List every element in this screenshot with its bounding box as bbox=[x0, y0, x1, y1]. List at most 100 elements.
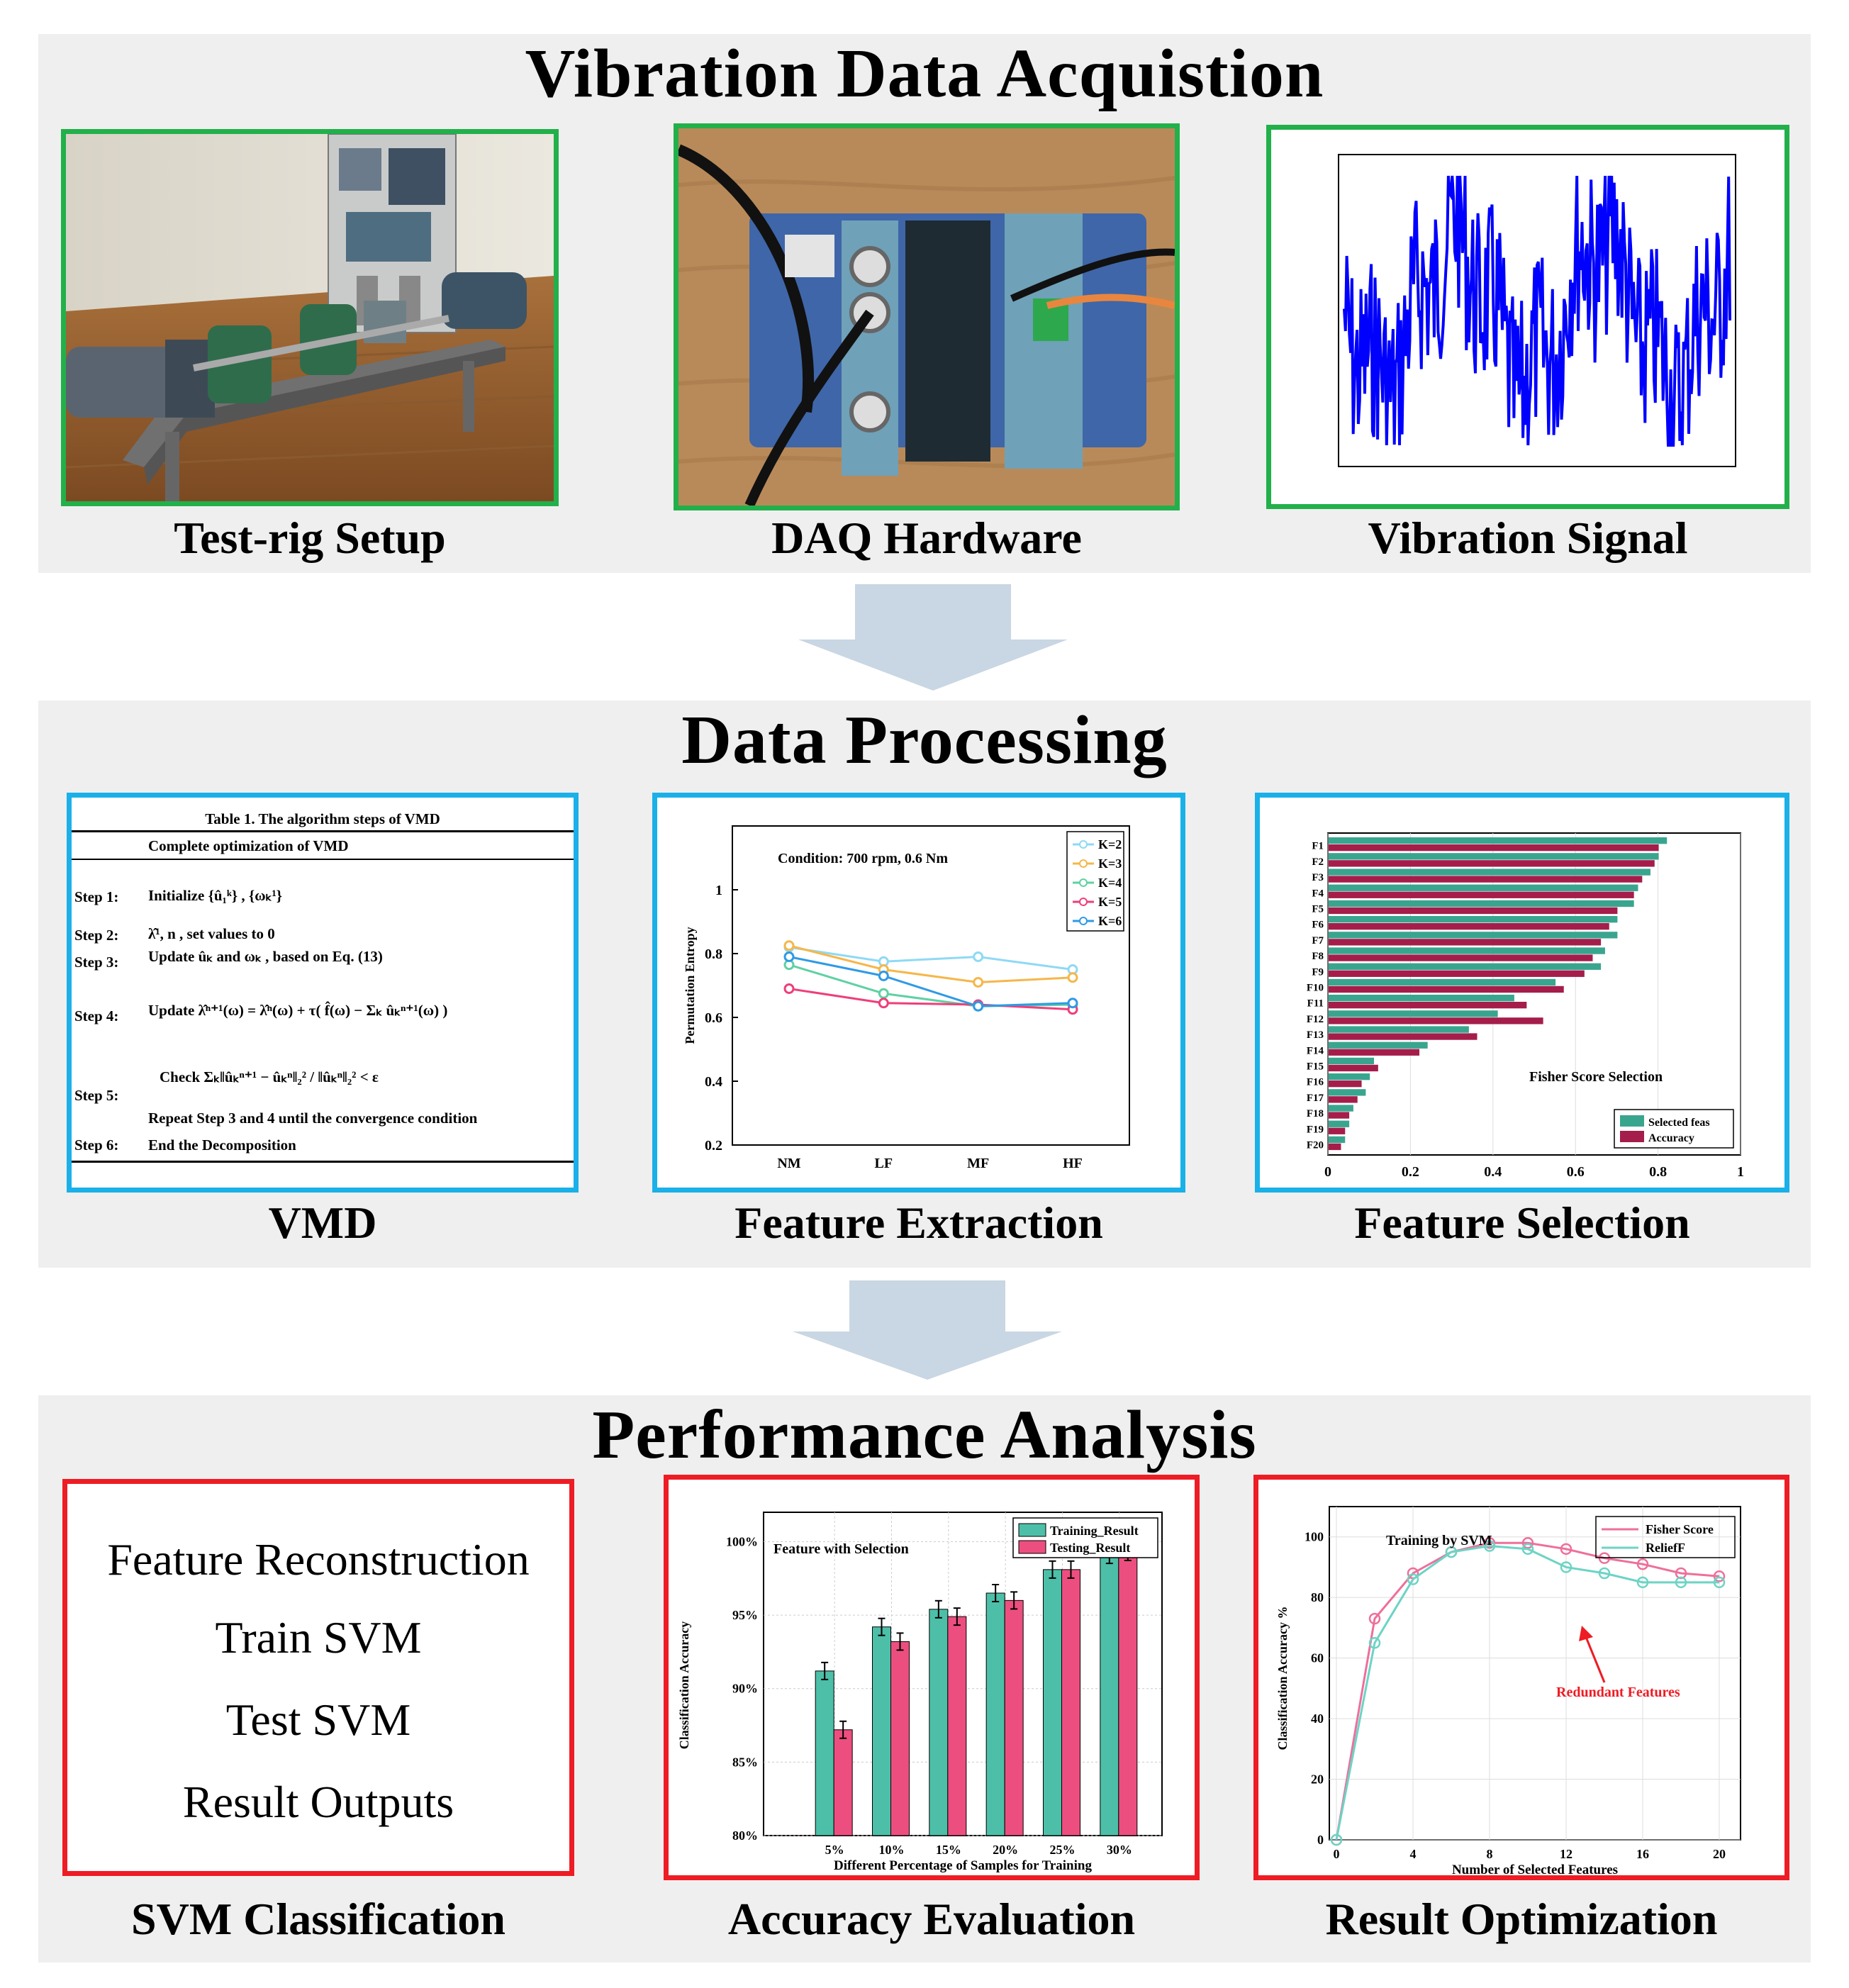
fs-category-label: F5 bbox=[1312, 903, 1324, 915]
fs-bar bbox=[1329, 907, 1618, 915]
acc-bar bbox=[833, 1729, 853, 1836]
opt-point bbox=[1675, 1576, 1687, 1589]
pe-point bbox=[973, 977, 984, 988]
opt-point bbox=[1560, 1561, 1573, 1573]
pe-y-tick-label: 0.4 bbox=[705, 1074, 722, 1090]
caption-vmd: VMD bbox=[268, 1197, 377, 1248]
pe-point bbox=[973, 951, 984, 962]
vmd-table-header: Complete optimization of VMD bbox=[148, 837, 349, 854]
fs-chart-title: Fisher Score Selection bbox=[1529, 1069, 1663, 1085]
fs-bar bbox=[1329, 1136, 1346, 1144]
fs-legend-swatch bbox=[1620, 1115, 1644, 1127]
pe-x-tick-label: HF bbox=[1063, 1156, 1083, 1171]
fs-bar bbox=[1329, 1120, 1350, 1127]
pe-legend-label: K=5 bbox=[1098, 895, 1122, 909]
vmd-table: Table 1. The algorithm steps of VMD Comp… bbox=[67, 793, 579, 1193]
opt-point bbox=[1713, 1576, 1726, 1589]
fs-legend-label: Selected feas bbox=[1648, 1117, 1710, 1129]
fs-category-label: F6 bbox=[1312, 920, 1324, 931]
fs-bar bbox=[1329, 1001, 1527, 1009]
fs-bar bbox=[1329, 860, 1655, 867]
opt-x-tick-label: 16 bbox=[1636, 1847, 1649, 1861]
acc-bar bbox=[815, 1670, 834, 1836]
fs-bar bbox=[1329, 947, 1605, 954]
vmd-step-6-text: End the Decomposition bbox=[148, 1137, 296, 1154]
opt-point bbox=[1368, 1612, 1381, 1625]
acc-bar bbox=[872, 1626, 891, 1836]
fs-bar bbox=[1329, 963, 1602, 970]
caption-svm-classification: SVM Classification bbox=[131, 1894, 505, 1944]
fs-bar bbox=[1329, 1073, 1370, 1080]
fs-category-label: F3 bbox=[1312, 872, 1324, 883]
accuracy-bar-chart: 80%85%90%95%100%5%10%15%20%25%30% Featur… bbox=[677, 1512, 1163, 1873]
opt-point bbox=[1483, 1540, 1496, 1552]
acc-y-tick-label: 80% bbox=[732, 1828, 758, 1843]
pe-point bbox=[1067, 998, 1078, 1009]
acc-bar bbox=[1043, 1569, 1062, 1836]
acc-bar bbox=[1061, 1569, 1080, 1836]
pe-point bbox=[878, 971, 889, 981]
fs-bar bbox=[1329, 1049, 1420, 1056]
acc-y-tick-label: 90% bbox=[732, 1682, 758, 1696]
fs-category-label: F20 bbox=[1307, 1139, 1324, 1151]
fs-bar bbox=[1329, 900, 1634, 908]
pe-point bbox=[973, 1000, 984, 1012]
fs-category-label: F10 bbox=[1307, 982, 1324, 993]
pe-x-tick-label: LF bbox=[875, 1156, 893, 1171]
pe-legend-label: K=2 bbox=[1098, 837, 1122, 851]
fs-bar bbox=[1329, 837, 1668, 844]
fs-x-tick-label: 0.4 bbox=[1484, 1164, 1502, 1180]
acc-y-axis-label: Classification Accuracy bbox=[677, 1621, 691, 1749]
opt-y-tick-label: 0 bbox=[1317, 1833, 1324, 1847]
pe-point bbox=[783, 951, 795, 962]
fs-x-tick-label: 0.8 bbox=[1649, 1164, 1667, 1180]
fs-bar bbox=[1329, 891, 1634, 898]
fs-bar bbox=[1329, 1057, 1375, 1065]
fs-bar bbox=[1329, 1096, 1358, 1103]
fs-legend-label: Accuracy bbox=[1648, 1132, 1694, 1144]
pe-series-line bbox=[788, 956, 1073, 1007]
opt-y-tick-label: 20 bbox=[1311, 1772, 1324, 1787]
fs-bar bbox=[1329, 1042, 1428, 1049]
vmd-step-4-text: Update λ̂ⁿ⁺¹(ω) = λ̂ⁿ(ω) + τ( f̂(ω) − Σₖ… bbox=[148, 1002, 448, 1019]
fs-bar bbox=[1329, 970, 1585, 977]
opt-point bbox=[1521, 1537, 1534, 1549]
svm-classification-box: Feature Reconstruction Train SVM Test SV… bbox=[62, 1479, 574, 1876]
acc-x-tick-label: 10% bbox=[879, 1843, 905, 1857]
fs-category-label: F14 bbox=[1307, 1045, 1324, 1056]
section-title-analysis: Performance Analysis bbox=[592, 1397, 1257, 1473]
pe-y-tick-label: 0.6 bbox=[705, 1010, 722, 1026]
annotation-arrow-head bbox=[1579, 1626, 1593, 1641]
opt-point bbox=[1598, 1567, 1611, 1580]
fs-bar bbox=[1329, 978, 1556, 986]
vibration-signal-chart bbox=[1338, 154, 1736, 467]
opt-point bbox=[1713, 1570, 1726, 1582]
pe-x-tick-label: NM bbox=[777, 1156, 800, 1171]
opt-x-axis-label: Number of Selected Features bbox=[1452, 1863, 1618, 1875]
test-rig-illustration bbox=[66, 134, 554, 501]
fs-legend-swatch bbox=[1620, 1131, 1644, 1142]
section-title-processing: Data Processing bbox=[681, 702, 1168, 778]
pe-series-line bbox=[788, 946, 1073, 971]
opt-x-tick-label: 4 bbox=[1410, 1847, 1417, 1861]
fs-category-label: F18 bbox=[1307, 1108, 1324, 1119]
fs-category-label: F4 bbox=[1312, 888, 1324, 899]
acc-x-tick-label: 5% bbox=[825, 1843, 844, 1857]
pe-y-axis-label: Permutation Entropy bbox=[683, 927, 697, 1044]
fs-category-label: F13 bbox=[1307, 1029, 1324, 1041]
acc-x-tick-label: 25% bbox=[1050, 1843, 1076, 1857]
redundant-features-annotation: Redundant Features bbox=[1556, 1685, 1680, 1700]
pe-point bbox=[783, 940, 795, 951]
fs-bar bbox=[1329, 876, 1643, 883]
acc-chart-title: Feature with Selection bbox=[773, 1541, 909, 1557]
acc-x-tick-label: 15% bbox=[936, 1843, 961, 1857]
vmd-step-repeat-text: Repeat Step 3 and 4 until the convergenc… bbox=[148, 1110, 478, 1127]
daq-hardware-photo bbox=[674, 123, 1180, 510]
fs-bar bbox=[1329, 1080, 1362, 1088]
acc-legend-label: Testing_Result bbox=[1050, 1541, 1130, 1555]
fs-x-tick-label: 1 bbox=[1737, 1164, 1744, 1180]
fs-bar bbox=[1329, 985, 1564, 993]
opt-point bbox=[1521, 1543, 1534, 1556]
